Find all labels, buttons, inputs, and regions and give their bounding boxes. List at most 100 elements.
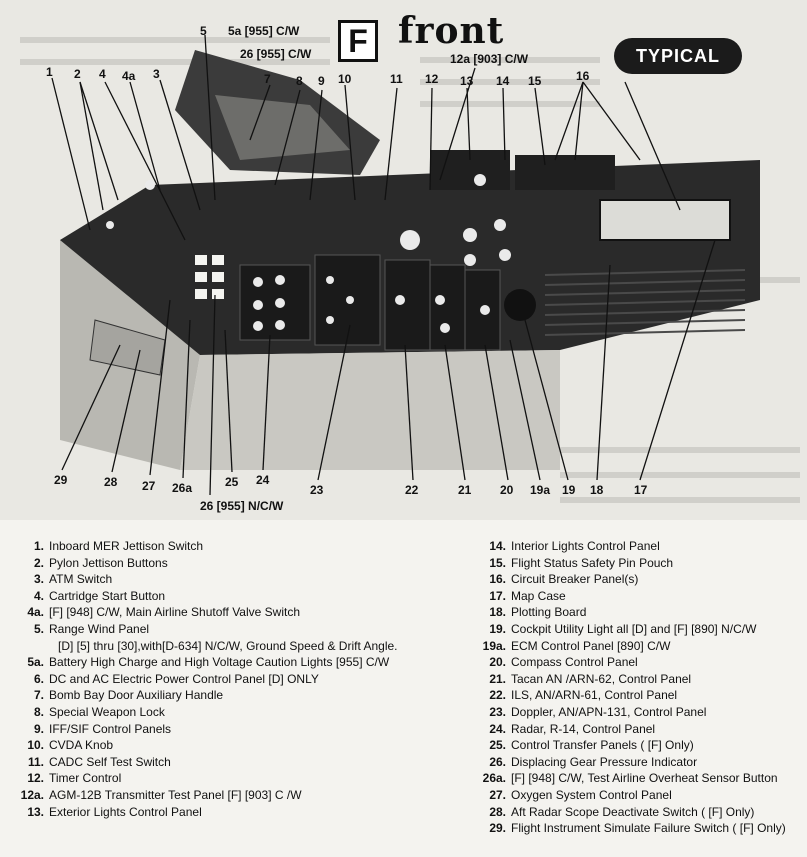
- legend-item: 28. Aft Radar Scope Deactivate Switch ( […: [478, 804, 798, 821]
- legend-item-text: Plotting Board: [511, 605, 587, 620]
- legend-item-text: IFF/SIF Control Panels: [49, 721, 172, 736]
- typical-tag: TYPICAL: [614, 38, 742, 74]
- legend-item-text: Interior Lights Control Panel: [511, 539, 660, 553]
- legend-item: 22.ILS, AN/ARN-61, Control Panel: [478, 687, 798, 704]
- legend-item: 26a.[F] [948] C/W, Test Airline Overheat…: [478, 770, 798, 787]
- legend-item-text: Inboard MER Jettison Switch: [49, 539, 204, 553]
- callout-7: 7: [264, 72, 271, 86]
- legend-right: 14. Interior Lights Control Panel 15. Fligh…: [478, 538, 798, 837]
- callout-19a: 19a: [530, 483, 551, 497]
- callout-25: 25: [225, 475, 239, 489]
- diagram-title: front: [398, 10, 505, 52]
- legend-item: 8.Special Weapon Lock: [16, 704, 396, 721]
- legend-item-text: Circuit Breaker Panel(s): [511, 572, 639, 587]
- legend-item-text: Map Case: [511, 588, 566, 603]
- callout-26a: 26a: [172, 481, 193, 495]
- legend-item-number: 13.: [27, 804, 44, 819]
- callout-9: 9: [318, 74, 325, 88]
- legend-item-text: Cartridge Start Button: [49, 588, 166, 603]
- legend-item: 6.DC and AC Electric Power Control Panel…: [16, 671, 396, 688]
- legend-item-number: 4.: [33, 588, 44, 603]
- legend-item: 4. Cartridge Start Button: [16, 588, 396, 605]
- legend-item: 26. Displacing Gear Pressure Indicator: [478, 754, 798, 771]
- callout-8: 8: [296, 74, 303, 88]
- callout-14: 14: [496, 74, 510, 88]
- legend-item-text: [F] [948] C/W, Test Airline Overheat Sen…: [511, 771, 778, 786]
- legend-item: 29.Flight Instrument Simulate Failure Sw…: [478, 820, 798, 837]
- legend-item-number: 12a.: [20, 787, 44, 802]
- callout-5: 5: [200, 24, 207, 38]
- callout-10: 10: [338, 72, 352, 86]
- legend-item-text: ECM Control Panel [890] C/W: [511, 638, 671, 653]
- legend-item-text: Battery High Charge and High Voltage Cau…: [49, 655, 390, 670]
- legend-item-number: 21.: [489, 671, 506, 686]
- legend-item-text: Aft Radar Scope Deactivate Switch ( [F] …: [511, 804, 755, 819]
- legend-item-text: Doppler, AN/APN-131, Control Panel: [511, 704, 707, 719]
- legend-item-text: Tacan AN /ARN-62, Control Panel: [511, 671, 692, 686]
- legend-item: 24.Radar, R-14, Control Panel: [478, 721, 798, 738]
- legend-item: 17. Map Case: [478, 588, 798, 605]
- legend-item: 23. Doppler, AN/APN-131, Control Panel: [478, 704, 798, 721]
- legend-item: 20.Compass Control Panel: [478, 654, 798, 671]
- legend-item: 2.Pylon Jettison Buttons: [16, 555, 396, 572]
- legend-item: 11.CADC Self Test Switch: [16, 754, 396, 771]
- callout-24: 24: [256, 473, 270, 487]
- legend-item-text: Special Weapon Lock: [49, 704, 165, 719]
- legend-item-text: Displacing Gear Pressure Indicator: [511, 754, 698, 769]
- callout-4a: 4a: [122, 69, 136, 83]
- legend-item-number: 28.: [489, 804, 506, 819]
- legend-item-text: CVDA Knob: [49, 738, 114, 753]
- legend-item-number: 22.: [489, 688, 506, 703]
- legend-item-number: 19.: [489, 621, 506, 636]
- legend-item: 1.Inboard MER Jettison Switch: [16, 538, 396, 555]
- legend-item-number: 16.: [489, 572, 506, 587]
- callout-17: 17: [634, 483, 648, 497]
- callout-12: 12: [425, 72, 439, 86]
- legend-item-number: 4a.: [27, 605, 44, 620]
- legend-item-text: Cockpit Utility Light all [D] and [F] [8…: [511, 621, 757, 636]
- legend-item-text: [F] [948] C/W, Main Airline Shutoff Valv…: [49, 605, 300, 620]
- legend-item-number: 15.: [489, 555, 506, 570]
- callout-15: 15: [528, 74, 542, 88]
- legend-item: 12.Timer Control: [16, 770, 396, 787]
- legend-item: 5a.Battery High Charge and High Voltage …: [16, 654, 396, 671]
- legend-item-number: 12.: [27, 771, 44, 786]
- legend-item: 27.Oxygen System Control Panel: [478, 787, 798, 804]
- legend-item-text: Flight Instrument Simulate Failure Switc…: [511, 821, 786, 836]
- callout-13: 13: [460, 74, 474, 88]
- callout-22: 22: [405, 483, 419, 497]
- legend-item-text: CADC Self Test Switch: [49, 754, 171, 769]
- callout-26-top: 26 [955] C/W: [240, 47, 312, 61]
- legend-item-number: 24.: [489, 721, 506, 736]
- legend-item-text: Bomb Bay Door Auxiliary Handle: [49, 688, 224, 703]
- legend-item-number: 14.: [489, 539, 506, 553]
- legend-item-number: 3.: [33, 572, 44, 587]
- legend-item: 19. Cockpit Utility Light all [D] and [F]…: [478, 621, 798, 638]
- legend-item: 13. Exterior Lights Control Panel: [16, 804, 396, 821]
- callout-3: 3: [153, 67, 160, 81]
- legend-item-number: 26.: [489, 754, 506, 769]
- callout-21: 21: [458, 483, 472, 497]
- legend-item-number: 18.: [489, 605, 506, 620]
- legend-item-number: 23.: [489, 704, 506, 719]
- legend-item-number: 19a.: [482, 638, 506, 653]
- console-body: [60, 160, 760, 355]
- legend-item: 15. Flight Status Safety Pin Pouch: [478, 555, 798, 572]
- legend-item-number: 27.: [489, 787, 506, 802]
- legend-item-text: AGM-12B Transmitter Test Panel [F] [903]…: [49, 787, 302, 802]
- legend-item-number: 17.: [489, 588, 506, 603]
- callout-12a: 12a [903] C/W: [450, 52, 529, 66]
- callout-20: 20: [500, 483, 514, 497]
- legend-item-text: Exterior Lights Control Panel: [49, 804, 202, 819]
- legend-item: 16. Circuit Breaker Panel(s): [478, 571, 798, 588]
- callout-11: 11: [390, 72, 403, 86]
- legend-item: 7.Bomb Bay Door Auxiliary Handle: [16, 687, 396, 704]
- legend-item: 9.IFF/SIF Control Panels: [16, 721, 396, 738]
- callout-29: 29: [54, 473, 68, 487]
- legend-item: 14. Interior Lights Control Panel: [478, 538, 798, 555]
- legend-item-number: 20.: [489, 655, 506, 670]
- callout-1: 1: [46, 65, 53, 79]
- legend-item-text: Flight Status Safety Pin Pouch: [511, 555, 674, 570]
- legend-item-text: DC and AC Electric Power Control Panel […: [49, 671, 319, 686]
